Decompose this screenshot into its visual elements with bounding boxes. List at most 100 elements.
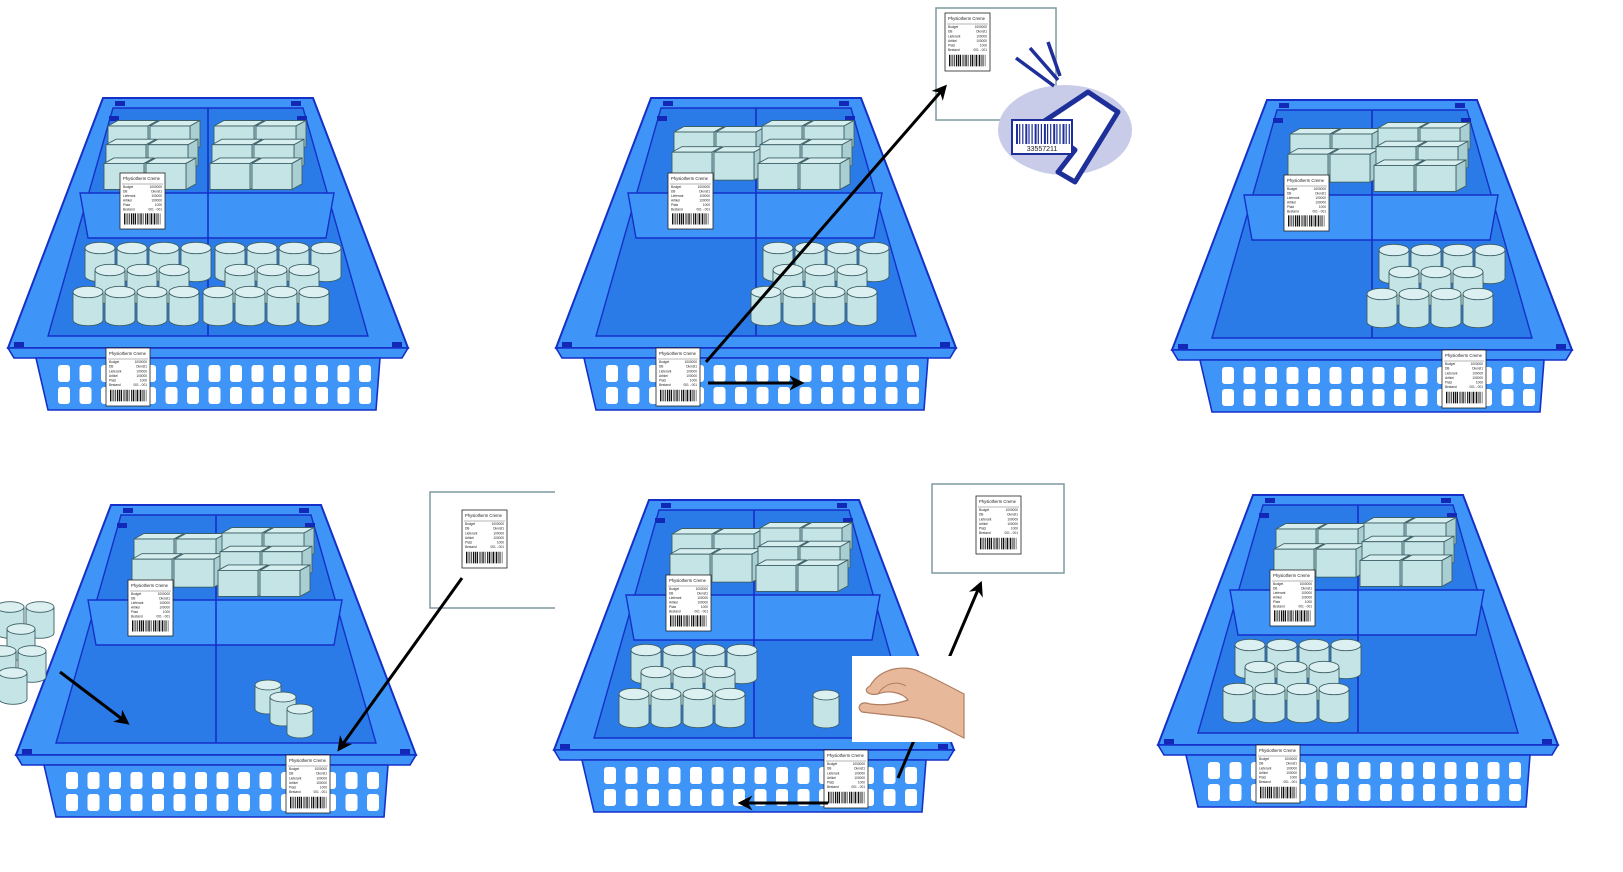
barcode [980,538,1016,550]
label-card-field-name: Lieferant [827,771,840,775]
label-card-field-name: Artikel [465,536,474,540]
label-card-field-name: Lieferant [123,194,136,198]
tray-rim [1172,350,1572,360]
box-item [174,554,224,588]
tray-shelf-divider [626,595,880,640]
label-card-field-name: Budget [289,767,299,771]
label-card-field-name: Bestand [465,545,477,549]
label-card-field-value: 100000 [1007,522,1018,526]
label-card-field-name: Budget [669,587,679,591]
tray-clip [661,503,671,508]
kanban-label-card: Physiotherm CremeBudget1000000DBDienst1L… [945,13,990,71]
cylinder-item [815,286,845,325]
label-card-field-name: Bestand [669,609,681,613]
label-card-field-name: Platz [131,610,138,614]
kanban-label-card: Physiotherm CremeBudget1000000DBDienst1L… [120,173,165,229]
box-item [1316,544,1366,578]
kanban-label-card: Physiotherm CremeBudget1000000DBDienst1L… [106,348,150,406]
label-card-field-name: DB [1445,367,1449,371]
cylinder-item [137,286,167,325]
label-card-field-name: DB [1273,586,1277,590]
tray-clip [400,749,410,754]
label-card-field-name: Artikel [659,374,668,378]
label-card-title: Physiotherm Creme [289,758,327,763]
label-card-field-value: Dienst1 [1286,762,1297,766]
label-card-field-value: 100000 [854,771,865,775]
barcode [660,390,696,402]
label-card-field-value: 1000 [497,541,504,545]
tray-clip [562,342,572,347]
label-card-field-name: Lieferant [1445,371,1458,375]
label-card-field-value: 100000 [159,605,170,609]
label-card-field-name: Lieferant [131,601,144,605]
label-card-field-value: 001 - 001 [491,545,505,549]
label-card-field-name: Artikel [1259,771,1268,775]
label-card-field-value: 100000 [686,374,697,378]
tray-clip [1273,118,1283,123]
label-card-field-name: DB [979,513,983,517]
cylinder-item [0,668,27,705]
label-card-field-value: 1000 [701,605,708,609]
tray-clip [123,508,133,513]
cylinder-item [203,286,233,325]
label-card-field-value: 100000 [316,781,327,785]
label-card-field-name: Lieferant [1287,196,1300,200]
kanban-label-card: Physiotherm CremeBudget1000000DBDienst1L… [824,750,868,808]
barcode [110,390,146,402]
cylinder-item [651,688,681,727]
label-card-field-value: 1000000 [1006,508,1019,512]
cylinder-item [169,286,199,325]
label-card-field-name: Bestand [1273,604,1285,608]
box-item [252,158,302,190]
label-card-field-name: Platz [948,44,955,48]
label-card-field-value: 1000000 [150,185,163,189]
kanban-label-card: Physiotherm CremeBudget1000000DBDienst1L… [286,755,330,813]
tray-clip [837,503,847,508]
label-card-field-value: 1000000 [853,762,866,766]
cylinder-item [619,688,649,727]
kanban-label-card: Physiotherm CremeBudget1000000DBDienst1L… [976,496,1021,554]
tray-clip [938,744,948,749]
label-card-field-value: 001 - 001 [149,207,163,211]
cylinder-item [1399,288,1429,327]
label-card-field-name: DB [1259,762,1263,766]
label-card-field-name: Lieferant [979,517,992,521]
label-card-field-name: Artikel [671,198,680,202]
cylinder-item [287,704,313,738]
label-card-field-name: DB [669,591,673,595]
label-card-field-name: DB [109,365,113,369]
label-card-field-value: 001 - 001 [134,383,148,387]
label-card-title: Physiotherm Creme [1273,573,1311,578]
barcode [672,213,708,224]
label-card-field-value: 1000 [1476,381,1483,385]
label-card-field-value: 1000 [980,44,987,48]
label-card-field-name: Platz [123,203,130,207]
label-card-field-name: Bestand [979,531,991,535]
label-card-field-value: 1000 [858,781,865,785]
tray-shelf-divider [80,193,334,238]
tray-clip [657,116,667,121]
label-card-field-value: 100000 [686,369,697,373]
label-card-field-name: Platz [671,203,678,207]
label-card-field-name: Lieferant [465,531,478,535]
barcode [290,797,326,809]
label-card-field-value: 100000 [976,34,987,38]
barcode [1446,392,1482,404]
kanban-label-card: Physiotherm CremeBudget1000000DBDienst1L… [656,348,700,406]
cylinder-item [813,690,839,728]
label-card-field-name: Platz [1273,600,1280,604]
tray-clip [1441,498,1451,503]
tray-clip [109,116,119,121]
label-card-field-name: Artikel [123,198,132,202]
label-card-field-value: Dienst1 [493,527,504,531]
label-card-field-value: 100000 [151,198,162,202]
tray-clip [1164,739,1174,744]
label-card-field-value: 100000 [493,531,504,535]
label-card-field-name: Lieferant [109,369,122,373]
label-card-field-name: Budget [1273,582,1283,586]
tray-rim [16,755,416,765]
label-card-field-value: 1000000 [492,522,505,526]
label-card-field-value: 1000000 [1285,757,1298,761]
label-card-field-name: Bestand [1445,385,1457,389]
